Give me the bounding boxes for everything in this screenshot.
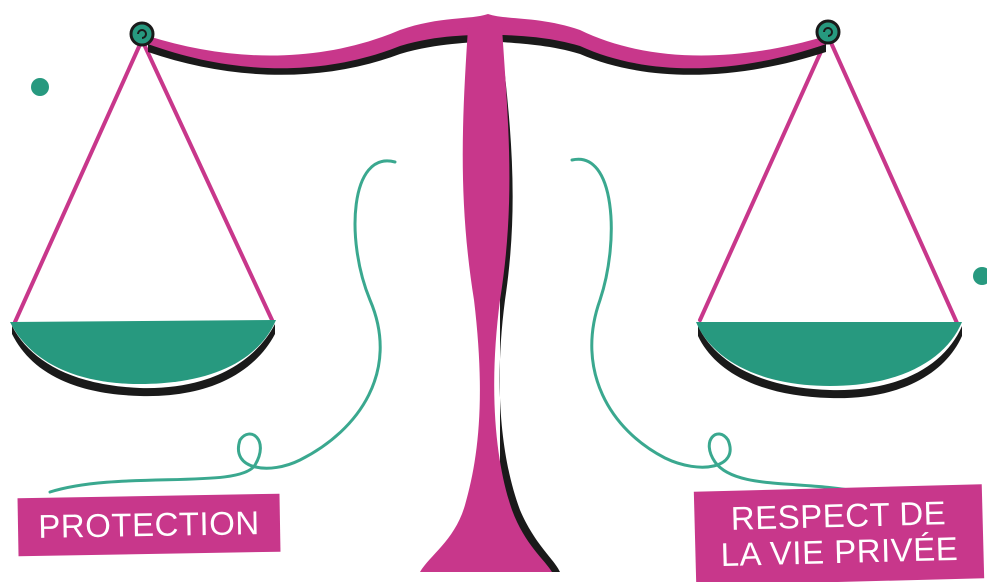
privacy-label: RESPECT DE LA VIE PRIVÉE: [693, 484, 985, 582]
beam: [148, 14, 826, 69]
left-cord-outer: [13, 38, 144, 324]
decorative-dot-right: [973, 267, 987, 285]
left-string: [48, 159, 397, 494]
left-pan-shadow: [12, 324, 275, 397]
right-pan-shadow: [698, 326, 962, 399]
right-cord-outer: [826, 34, 959, 325]
protection-label: PROTECTION: [17, 493, 281, 557]
post-shadow: [499, 30, 560, 572]
privacy-label-line2: LA VIE PRIVÉE: [720, 530, 959, 574]
right-knob-icon: [815, 19, 841, 45]
central-post: [420, 28, 552, 572]
left-knob-icon: [129, 21, 155, 47]
right-string: [570, 157, 862, 494]
right-pan: [696, 322, 962, 386]
right-cord-inner: [698, 34, 830, 322]
left-pan: [10, 320, 276, 384]
decorative-dot-left: [31, 78, 49, 96]
left-cord-inner: [140, 38, 274, 322]
